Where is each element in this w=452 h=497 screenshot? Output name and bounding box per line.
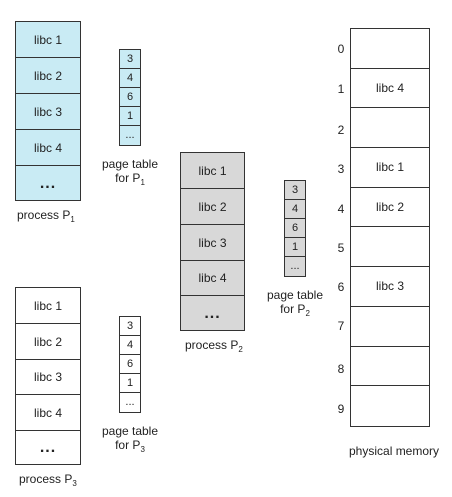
process-p3-label-text: process P xyxy=(19,472,73,486)
frame-number-0: 0 xyxy=(337,42,345,56)
memory-frame-2 xyxy=(351,108,429,149)
frame-number-5: 5 xyxy=(337,241,345,255)
frame-number-9: 9 xyxy=(337,402,345,416)
p1-cell-libc3: libc 3 xyxy=(16,94,80,130)
physical-memory-box: libc 4 libc 1 libc 2 libc 3 xyxy=(350,28,430,427)
pt2-label-line1: page table xyxy=(266,288,324,302)
pt1-entry: 3 xyxy=(120,50,140,69)
memory-frame-5 xyxy=(351,227,429,268)
memory-frame-4: libc 2 xyxy=(351,188,429,228)
pt2-label-line2: for P2 xyxy=(280,302,310,318)
page-table-p3-label: page table for P3 xyxy=(100,424,160,457)
pt1-entry: 4 xyxy=(120,69,140,88)
frame-number-3: 3 xyxy=(337,162,345,176)
physical-memory-label: physical memory xyxy=(349,444,440,458)
page-table-p2: 3 4 6 1 ... xyxy=(284,180,306,277)
pt3-label-line2: for P3 xyxy=(115,438,145,454)
process-p2-box: libc 1 libc 2 libc 3 libc 4 ... xyxy=(180,152,245,331)
pt3-label-line1: page table xyxy=(101,424,159,438)
p3-cell-libc2: libc 2 xyxy=(16,324,80,360)
pt3-entry-ellipsis: ... xyxy=(125,396,135,408)
pt2-entry: 6 xyxy=(285,219,305,238)
process-p2-label: process P2 xyxy=(185,338,243,357)
process-p2-label-text: process P xyxy=(185,338,239,352)
page-table-p2-label: page table for P2 xyxy=(263,288,327,321)
p2-cell-libc4: libc 4 xyxy=(181,260,244,296)
p2-cell-libc3: libc 3 xyxy=(181,225,244,261)
page-table-p1: 3 4 6 1 ... xyxy=(119,49,141,146)
memory-frame-1: libc 4 xyxy=(351,69,429,109)
p1-cell-libc2: libc 2 xyxy=(16,58,80,94)
pt2-entry: 4 xyxy=(285,200,305,219)
process-p1-label-text: process P xyxy=(17,208,71,222)
frame-number-2: 2 xyxy=(337,123,345,137)
pt2-entry-ellipsis: ... xyxy=(290,260,300,272)
p3-cell-libc3: libc 3 xyxy=(16,359,80,395)
p1-cell-libc4: libc 4 xyxy=(16,130,80,166)
p3-cell-libc4: libc 4 xyxy=(16,395,80,431)
process-p3-box: libc 1 libc 2 libc 3 libc 4 ... xyxy=(15,287,81,465)
pt3-entry: 1 xyxy=(120,374,140,393)
memory-frame-8 xyxy=(351,347,429,387)
frame-number-8: 8 xyxy=(337,362,345,376)
p2-cell-libc2: libc 2 xyxy=(181,189,244,225)
frame-number-1: 1 xyxy=(337,82,345,96)
pt3-entry: 3 xyxy=(120,317,140,336)
frame-number-6: 6 xyxy=(337,280,345,294)
pt1-label-line1: page table xyxy=(101,157,159,171)
p3-cell-libc1: libc 1 xyxy=(16,288,80,324)
pt3-entry: 4 xyxy=(120,336,140,355)
p1-cell-ellipsis: ... xyxy=(39,175,57,192)
memory-frame-9 xyxy=(351,386,429,426)
frame-number-4: 4 xyxy=(337,202,345,216)
process-p2-label-sub: 2 xyxy=(238,345,243,354)
pt2-entry: 1 xyxy=(285,238,305,257)
memory-frame-7 xyxy=(351,307,429,347)
page-table-p3: 3 4 6 1 ... xyxy=(119,316,141,413)
pt1-entry-ellipsis: ... xyxy=(125,129,135,141)
pt3-entry: 6 xyxy=(120,355,140,374)
frame-number-7: 7 xyxy=(337,319,345,333)
p3-cell-ellipsis: ... xyxy=(39,439,57,456)
memory-frame-0 xyxy=(351,29,429,69)
page-table-p1-label: page table for P1 xyxy=(100,157,160,190)
process-p3-label-sub: 3 xyxy=(72,479,77,488)
memory-frame-6: libc 3 xyxy=(351,267,429,307)
p1-cell-libc1: libc 1 xyxy=(16,22,80,58)
process-p1-box: libc 1 libc 2 libc 3 libc 4 ... xyxy=(15,21,81,201)
process-p1-label: process P1 xyxy=(17,208,75,227)
p2-cell-ellipsis: ... xyxy=(204,305,221,322)
pt2-entry: 3 xyxy=(285,181,305,200)
pt1-label-line2: for P1 xyxy=(115,171,145,187)
process-p1-label-sub: 1 xyxy=(70,215,75,224)
pt1-entry: 1 xyxy=(120,107,140,126)
memory-frame-3: libc 1 xyxy=(351,148,429,188)
pt1-entry: 6 xyxy=(120,88,140,107)
process-p3-label: process P3 xyxy=(19,472,77,491)
p2-cell-libc1: libc 1 xyxy=(181,153,244,189)
